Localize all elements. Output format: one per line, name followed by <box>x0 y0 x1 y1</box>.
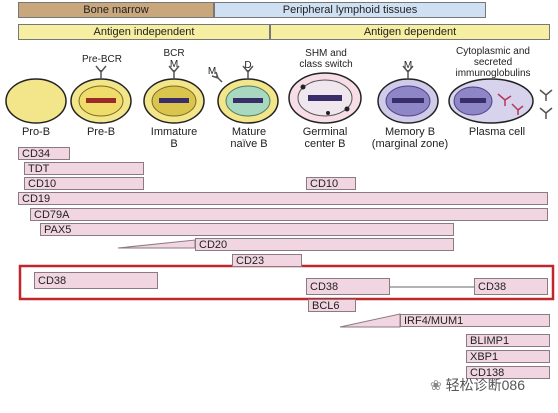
mature-naive-b-cell <box>211 65 279 124</box>
peripheral-lymphoid-bar: Peripheral lymphoid tissues <box>214 2 486 18</box>
marker-cd20: CD20 <box>195 238 454 251</box>
pre-bcr-icon <box>95 65 107 79</box>
antigen-dependent-bar: Antigen dependent <box>270 24 550 40</box>
germinal-center-b-cell <box>288 72 362 124</box>
immature-b-label: Immature B <box>150 126 198 150</box>
m-label: M <box>207 66 217 77</box>
cd20-ramp <box>117 239 196 249</box>
marker-cd79a: CD79A <box>30 208 548 221</box>
marker-pax5: PAX5 <box>40 223 454 236</box>
marker-cd38-early: CD38 <box>34 272 158 289</box>
memory-b-label: Memory B (marginal zone) <box>371 126 449 150</box>
cytoplasmic-ig-icon <box>497 93 512 106</box>
pre-b-cell <box>70 65 132 124</box>
watermark-text: 轻松诊断086 <box>445 377 525 393</box>
bcr-icon <box>168 65 180 79</box>
pro-b-cell <box>5 78 67 124</box>
pro-b-label: Pro-B <box>21 126 51 138</box>
bcr-label: BCR <box>163 48 185 59</box>
memory-m-label: M <box>403 60 413 71</box>
marker-blimp1: BLIMP1 <box>466 334 550 347</box>
d-receptor-icon <box>242 65 254 79</box>
d-label: D <box>244 60 252 71</box>
marker-cd138: CD138 <box>466 366 550 379</box>
watermark-icon: ❀ <box>430 377 446 393</box>
shm-label: SHM and class switch <box>299 48 353 70</box>
secreted-ig-icon <box>539 89 553 101</box>
marker-irf4: IRF4/MUM1 <box>400 314 550 327</box>
plasma-cell <box>448 78 553 124</box>
marker-cd10-gc: CD10 <box>306 177 356 190</box>
antigen-independent-bar: Antigen independent <box>18 24 270 40</box>
immature-b-cell <box>143 65 205 124</box>
marker-cd19: CD19 <box>18 192 548 205</box>
marker-cd38-gc: CD38 <box>306 278 390 295</box>
mature-naive-b-label: Mature naïve B <box>230 126 268 150</box>
bone-marrow-bar: Bone marrow <box>18 2 214 18</box>
marker-xbp1: XBP1 <box>466 350 550 363</box>
marker-cd23: CD23 <box>232 254 302 267</box>
irf4-ramp <box>339 313 401 328</box>
marker-bcl6: BCL6 <box>308 299 356 312</box>
plasma-note-label: Cytoplasmic and secreted immunoglobulins <box>455 46 531 79</box>
marker-cd34: CD34 <box>18 147 70 160</box>
marker-cd38-plasma: CD38 <box>474 278 548 295</box>
marker-tdt: TDT <box>24 162 144 175</box>
memory-b-cell <box>377 65 439 124</box>
plasma-cell-label: Plasma cell <box>468 126 526 138</box>
bcr-m-label: M <box>169 59 179 70</box>
watermark: ❀ 轻松诊断086 <box>430 375 525 395</box>
pre-bcr-label: Pre-BCR <box>81 54 122 65</box>
m-receptor-icon <box>211 71 223 83</box>
germinal-center-b-label: Germinal center B <box>302 126 348 150</box>
memory-m-receptor-icon <box>402 65 414 79</box>
pre-b-label: Pre-B <box>86 126 116 138</box>
marker-cd10: CD10 <box>24 177 144 190</box>
